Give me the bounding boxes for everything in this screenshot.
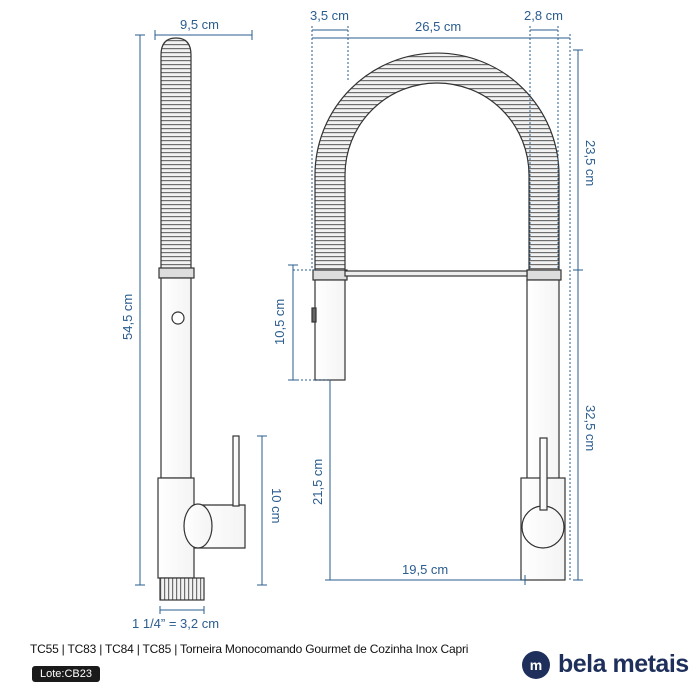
arched-hose [314, 52, 560, 273]
total-width-label: 26,5 cm [415, 19, 461, 34]
right-dimensions [288, 26, 583, 585]
width-dimension-label: 9,5 cm [180, 17, 219, 32]
head-height-label: 10,5 cm [272, 299, 287, 345]
lever-front [539, 437, 548, 511]
support-bar [344, 270, 528, 277]
product-caption: TC55 | TC83 | TC84 | TC85 | Torneira Mon… [30, 642, 469, 656]
reach-label: 19,5 cm [402, 562, 448, 577]
spray-button-icon [171, 311, 185, 325]
column-height-label: 32,5 cm [583, 405, 598, 451]
left-dimensions [135, 30, 267, 614]
body-side [160, 277, 192, 479]
hose-side [160, 37, 192, 271]
thread [159, 577, 205, 601]
thread-label: 1 1/4” = 3,2 cm [132, 616, 219, 631]
logo-text: bela metais [558, 650, 689, 678]
spray-head [314, 279, 346, 381]
lote-badge: Lote:CB23 [32, 666, 100, 682]
arch-height-label: 23,5 cm [583, 140, 598, 186]
faucet-side-view [157, 37, 246, 601]
spout-height-label: 21,5 cm [310, 459, 325, 505]
faucet-front-view [311, 52, 566, 581]
height-dimension-label: 54,5 cm [120, 294, 135, 340]
bela-metais-logo-icon: m [522, 650, 550, 679]
collar [158, 267, 195, 279]
handle-height-label: 10 cm [269, 488, 284, 523]
column-width-label: 2,8 cm [524, 8, 563, 23]
handle-knob-front [521, 505, 565, 549]
handle-knob [183, 503, 213, 549]
spout-width-label: 3,5 cm [310, 8, 349, 23]
lever [232, 435, 240, 507]
brand-logo: m bela metais [522, 650, 689, 679]
